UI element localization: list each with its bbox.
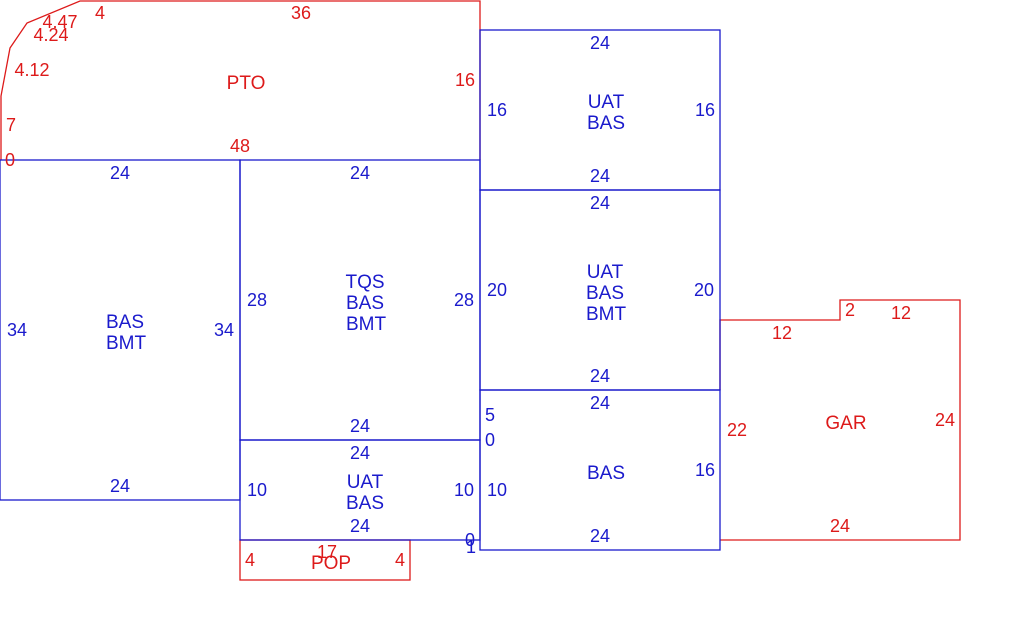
- gar-dim-top: 12: [891, 303, 911, 323]
- junction-dim-one: 1: [466, 537, 476, 557]
- pto-dim-bottom: 48: [230, 136, 250, 156]
- uat-bas-top-dim-left: 16: [487, 100, 507, 120]
- uat-bas-bottom-label-line2: BAS: [346, 493, 384, 514]
- gar-dim-right: 24: [935, 410, 955, 430]
- bas-bmt-left-label-line2: BMT: [106, 333, 147, 354]
- pto-dim-top-short: 4: [95, 3, 105, 23]
- uat-bas-bmt-label-line2: BAS: [586, 283, 624, 304]
- uat-bas-bottom-dim-bottom: 24: [350, 516, 370, 536]
- pto-dim-corner: 0: [5, 150, 15, 170]
- pop-dim-right: 4: [395, 550, 405, 570]
- pop-dim-left: 4: [245, 550, 255, 570]
- uat-bas-bottom-dim-right: 10: [454, 480, 474, 500]
- bas-right-area: BAS 5 0 24 10 16 24: [485, 393, 715, 546]
- gar-area: GAR 2 12 12 22 24 24: [727, 300, 955, 536]
- uat-bas-bottom-label-line1: UAT: [347, 472, 384, 493]
- tqs-bas-bmt-dim-bottom: 24: [350, 416, 370, 436]
- tqs-bas-bmt-label-line3: BMT: [346, 314, 387, 335]
- bas-bmt-left-dim-top: 24: [110, 163, 130, 183]
- gar-dim-bottom: 24: [830, 516, 850, 536]
- uat-bas-top-dim-bottom: 24: [590, 166, 610, 186]
- tqs-bas-bmt-label-line1: TQS: [345, 272, 384, 293]
- gar-dim-left: 22: [727, 420, 747, 440]
- bas-bmt-left-dim-bottom: 24: [110, 476, 130, 496]
- pop-label: POP: [311, 553, 351, 574]
- bas-bmt-left-area: BAS BMT 24 34 34 24: [7, 163, 234, 496]
- gar-label: GAR: [825, 413, 866, 434]
- pto-area: PTO 4.47 4 36 4.24 4.12 16 7 0 48: [5, 3, 475, 170]
- uat-bas-top-area: UAT BAS 24 16 16 24: [487, 33, 715, 186]
- uat-bas-bottom-dim-left: 10: [247, 480, 267, 500]
- pto-outline: [0, 0, 481, 160]
- bas-right-dim-offset: 5: [485, 405, 495, 425]
- pto-dim-chamfer-low: 4.12: [14, 60, 49, 80]
- tqs-bas-bmt-label-line2: BAS: [346, 293, 384, 314]
- pop-area: 17 POP 4 4: [245, 542, 405, 574]
- bas-right-label: BAS: [587, 463, 625, 484]
- tqs-bas-bmt-dim-top: 24: [350, 163, 370, 183]
- gar-dim-top-left: 12: [772, 323, 792, 343]
- uat-bas-bmt-dim-left: 20: [487, 280, 507, 300]
- bas-right-outline: [479, 389, 721, 551]
- tqs-bas-bmt-dim-left: 28: [247, 290, 267, 310]
- pto-dim-top: 36: [291, 3, 311, 23]
- uat-bas-top-dim-top: 24: [590, 33, 610, 53]
- uat-bas-bottom-dim-top: 24: [350, 443, 370, 463]
- bas-right-dim-left: 10: [487, 480, 507, 500]
- bas-right-dim-top: 24: [590, 393, 610, 413]
- pop-dim-top: 17: [317, 542, 337, 562]
- pto-dim-right: 16: [455, 70, 475, 90]
- pto-dim-left: 7: [6, 115, 16, 135]
- uat-bas-bmt-area: UAT BAS BMT 24 20 20 24: [487, 193, 714, 386]
- bas-right-dim-zero: 0: [485, 430, 495, 450]
- bas-bmt-left-dim-right: 34: [214, 320, 234, 340]
- uat-bas-bmt-dim-right: 20: [694, 280, 714, 300]
- uat-bas-bmt-label-line1: UAT: [587, 262, 624, 283]
- gar-dim-step: 2: [845, 300, 855, 320]
- tqs-bas-bmt-area: TQS BAS BMT 24 28 28 24: [247, 163, 474, 436]
- uat-bas-top-label-line1: UAT: [588, 92, 625, 113]
- pto-dim-chamfer-mid: 4.24: [33, 25, 68, 45]
- main-outlines: [0, 29, 721, 551]
- uat-bas-bmt-dim-top: 24: [590, 193, 610, 213]
- bas-bmt-left-dim-left: 34: [7, 320, 27, 340]
- junction-area: 0 1: [465, 530, 476, 557]
- pto-dim-chamfer-top: 4.47: [42, 12, 77, 32]
- uat-bas-bmt-dim-bottom: 24: [590, 366, 610, 386]
- bas-right-dim-right: 16: [695, 460, 715, 480]
- bas-bmt-left-label-line1: BAS: [106, 312, 144, 333]
- pto-label: PTO: [227, 73, 266, 94]
- uat-bas-bmt-label-line3: BMT: [586, 304, 627, 325]
- junction-dim-zero: 0: [465, 530, 475, 550]
- uat-bas-top-dim-right: 16: [695, 100, 715, 120]
- uat-bas-bottom-area: UAT BAS 24 10 10 24: [247, 443, 474, 536]
- bas-right-dim-bottom: 24: [590, 526, 610, 546]
- tqs-bas-bmt-dim-right: 28: [454, 290, 474, 310]
- uat-bas-top-label-line2: BAS: [587, 113, 625, 134]
